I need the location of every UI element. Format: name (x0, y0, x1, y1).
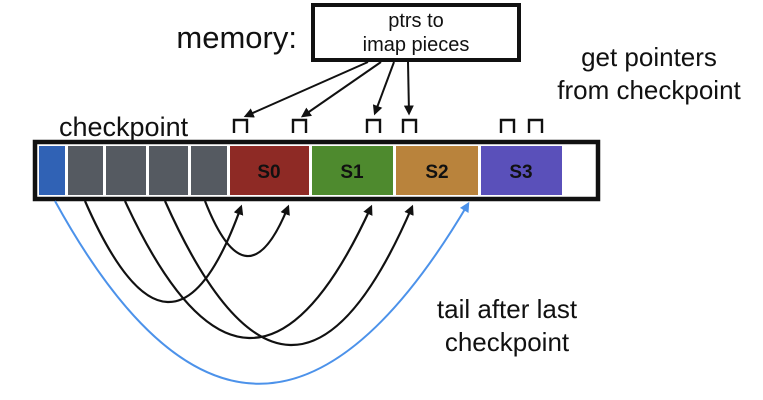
segment-imap-piece-1 (68, 146, 103, 195)
memory-label: memory: (176, 20, 297, 55)
imap-marker-icon (527, 118, 544, 133)
imap-piece-markers (232, 118, 544, 133)
tail-annotation-line1: tail after last (437, 294, 578, 324)
segment-s2-label: S2 (425, 162, 448, 183)
ptr-box (311, 3, 521, 62)
imap-curve-3 (163, 200, 414, 346)
ptr-arrow-1 (243, 61, 369, 118)
imap-marker-icon (291, 118, 308, 133)
imap-curve-4 (203, 200, 290, 258)
get-pointers-annotation-line2: from checkpoint (557, 75, 741, 105)
segment-imap-piece-2 (106, 146, 146, 195)
segment-s1 (312, 146, 393, 195)
ptr-arrow-3 (372, 61, 395, 116)
segment-s3-label: S3 (509, 162, 532, 183)
ptr-box-line1: ptrs to (388, 10, 444, 32)
segment-imap-piece-3 (149, 146, 188, 195)
segment-s3 (481, 146, 562, 195)
ptr-arrow-2 (300, 61, 382, 118)
segment-free-tail (562, 146, 594, 195)
ptr-arrows (243, 61, 414, 118)
checkpoint-label: checkpoint (59, 112, 189, 142)
imap-marker-icon (365, 118, 382, 133)
get-pointers-annotation-line1: get pointers (581, 42, 717, 72)
segment-s0 (230, 146, 309, 195)
ptr-box-line2: imap pieces (363, 34, 470, 56)
imap-pointer-curves (83, 200, 414, 346)
disk-log-bar: S0 S1 S2 S3 (32, 139, 601, 202)
imap-marker-icon (401, 118, 418, 133)
tail-annotation-line2: checkpoint (445, 327, 570, 357)
segment-s0-label: S0 (257, 162, 280, 183)
imap-marker-icon (499, 118, 516, 133)
segment-s2 (396, 146, 478, 195)
segment-checkpoint-block (39, 146, 65, 195)
imap-curve-1 (83, 200, 244, 303)
imap-curve-2 (124, 200, 373, 340)
segment-s1-label: S1 (340, 162, 364, 183)
tail-after-checkpoint-arrow (54, 200, 470, 385)
segment-imap-piece-4 (191, 146, 227, 195)
imap-marker-icon (232, 118, 249, 133)
ptr-arrow-4 (403, 61, 414, 116)
